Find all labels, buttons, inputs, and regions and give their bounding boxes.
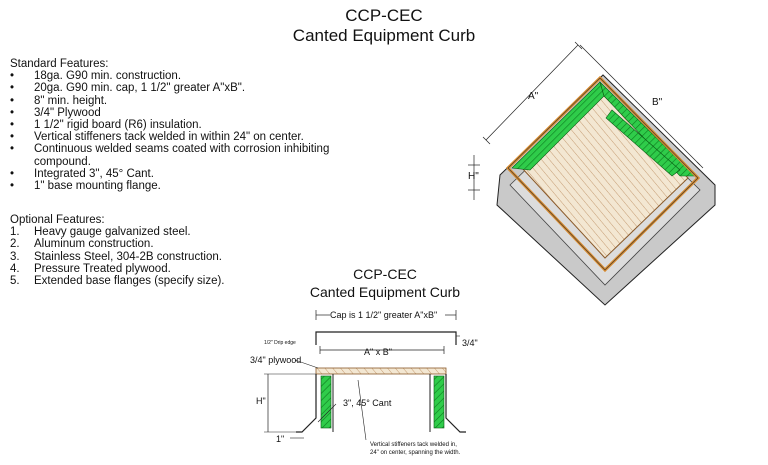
- optional-features: Optional Features: 1.Heavy gauge galvani…: [10, 214, 340, 287]
- page-subtitle: Canted Equipment Curb: [292, 26, 476, 45]
- section-wall-right: [445, 374, 466, 433]
- list-item: •1" base mounting flange.: [10, 180, 161, 193]
- list-item: 5.Extended base flanges (specify size).: [10, 275, 225, 288]
- optional-features-heading: Optional Features:: [10, 214, 105, 226]
- list-item: •1 1/2" rigid board (R6) insulation.: [10, 119, 202, 132]
- cant-label: 3", 45° Cant: [343, 398, 392, 408]
- section-h-label: H": [256, 396, 266, 406]
- list-item: •Continuous welded seams coated with cor…: [10, 143, 330, 168]
- list-item: •3/4" Plywood: [10, 106, 101, 119]
- section-insulation-right: [433, 375, 445, 429]
- list-item: •Integrated 3", 45° Cant.: [10, 167, 154, 180]
- list-item: •Vertical stiffeners tack welded in with…: [10, 131, 304, 144]
- flange-label: 1": [276, 434, 285, 444]
- standard-features: Standard Features: •18ga. G90 min. const…: [10, 58, 340, 192]
- insulation-inner: [605, 109, 681, 177]
- stiffener-note-2: 24" on center, spanning the width.: [370, 450, 461, 456]
- list-item: •18ga. G90 min. construction.: [10, 70, 182, 83]
- plywood-label: 3/4" plywood: [250, 355, 302, 365]
- list-item: 4.Pressure Treated plywood.: [10, 262, 171, 275]
- section-subtitle: Canted Equipment Curb: [309, 284, 461, 300]
- section-wall-left: [296, 374, 317, 433]
- list-item: •20ga. G90 min. cap, 1 1/2" greater A"xB…: [10, 82, 246, 95]
- cap-thickness-label: 3/4": [462, 338, 478, 348]
- standard-features-heading: Standard Features:: [10, 58, 109, 70]
- list-item: 3.Stainless Steel, 304-2B construction.: [10, 250, 222, 263]
- page-title: CCP-CEC: [345, 6, 423, 25]
- list-item: 1.Heavy gauge galvanized steel.: [10, 226, 191, 239]
- section-title: CCP-CEC: [353, 266, 417, 282]
- iso-b-label: B": [652, 97, 663, 108]
- optional-features-list: 1.Heavy gauge galvanized steel. 2.Alumin…: [10, 226, 340, 287]
- list-item: 2.Aluminum construction.: [10, 238, 154, 251]
- cap-dimension-label: Cap is 1 1/2" greater A"xB": [330, 310, 438, 320]
- cap-outline: [315, 331, 457, 345]
- ab-dimension-label: A" x B": [364, 347, 392, 357]
- iso-a-label: A": [528, 91, 539, 102]
- drip-edge-label: 1/2" Drip edge: [264, 340, 296, 346]
- list-item: •8" min. height.: [10, 94, 108, 107]
- iso-h-label: H": [468, 171, 479, 182]
- section-insulation-left: [320, 375, 332, 429]
- section-plywood: [315, 367, 447, 375]
- stiffener-note-1: Vertical stiffeners tack welded in,: [370, 442, 457, 448]
- standard-features-list: •18ga. G90 min. construction. •20ga. G90…: [10, 70, 340, 192]
